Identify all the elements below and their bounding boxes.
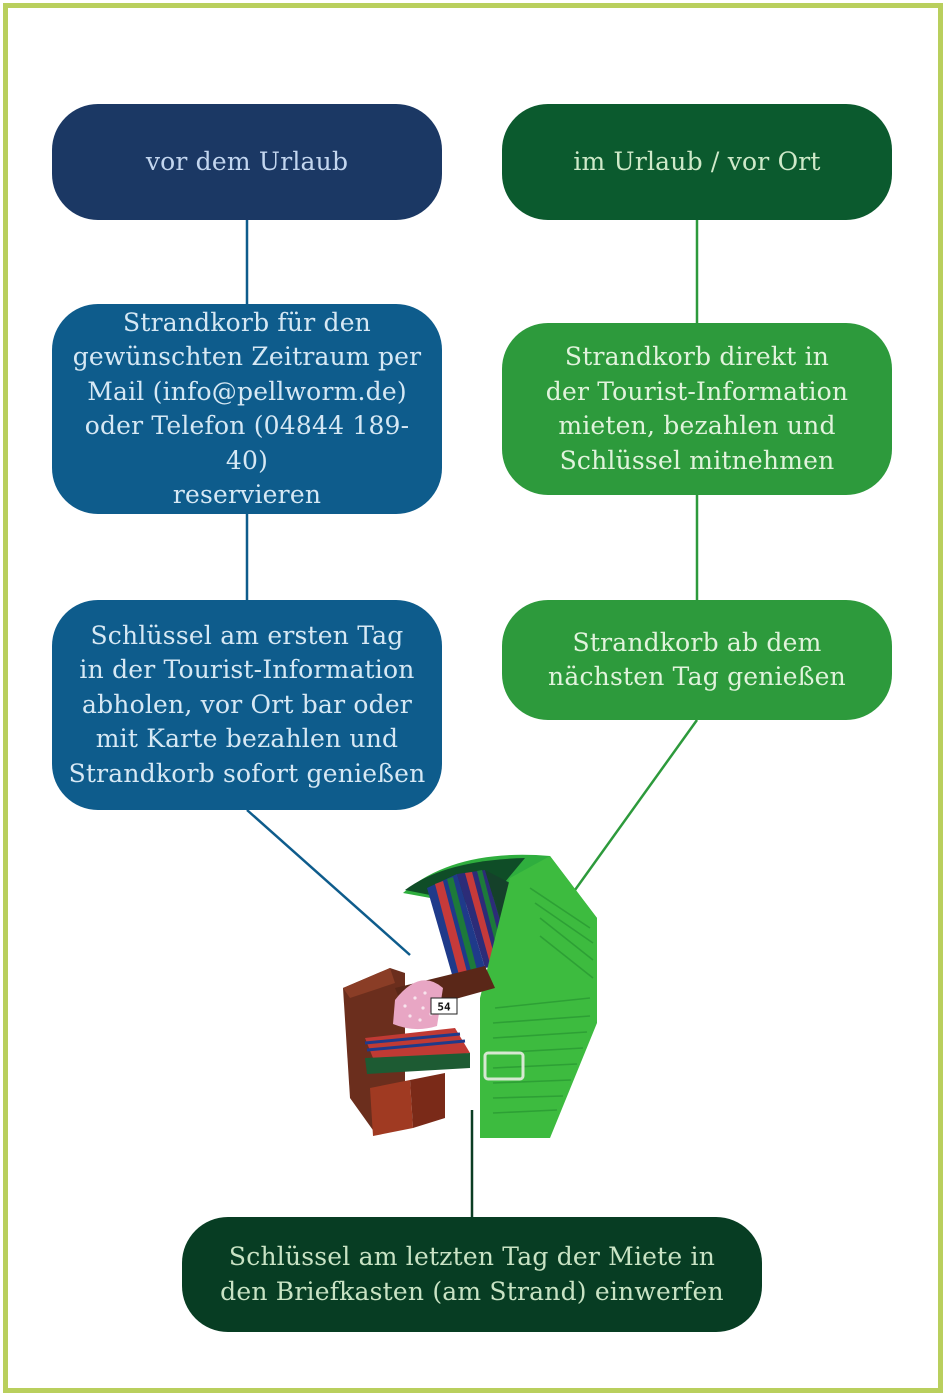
chair-number: 54 bbox=[437, 1001, 451, 1014]
header-during-vacation-text: im Urlaub / vor Ort bbox=[573, 146, 821, 176]
connector-right-step2-to-chair bbox=[573, 719, 699, 891]
step-enjoy-next-day-text: Strandkorb ab dem nächsten Tag genießen bbox=[548, 627, 846, 692]
step-return-key-text: Schlüssel am letzten Tag der Miete in de… bbox=[220, 1242, 724, 1306]
step-rent-direct-text: Strandkorb direkt in der Tourist-Informa… bbox=[545, 342, 849, 475]
step-enjoy-next-day: Strandkorb ab dem nächsten Tag genießen bbox=[502, 600, 892, 720]
step-pickup-key: Schlüssel am ersten Tag in der Tourist-I… bbox=[52, 600, 442, 810]
header-before-vacation: vor dem Urlaub bbox=[52, 104, 442, 220]
step-reserve-text: Strandkorb für den gewünschten Zeitraum … bbox=[72, 307, 422, 510]
step-rent-direct: Strandkorb direkt in der Tourist-Informa… bbox=[502, 323, 892, 495]
header-during-vacation: im Urlaub / vor Ort bbox=[502, 104, 892, 220]
connector-left-step2-to-chair bbox=[246, 809, 411, 956]
step-return-key: Schlüssel am letzten Tag der Miete in de… bbox=[182, 1217, 762, 1332]
header-before-vacation-text: vor dem Urlaub bbox=[145, 146, 349, 176]
step-pickup-key-text: Schlüssel am ersten Tag in der Tourist-I… bbox=[68, 620, 426, 788]
step-reserve: Strandkorb für den gewünschten Zeitraum … bbox=[52, 304, 442, 514]
beach-chair-icon: 54 bbox=[343, 854, 597, 1138]
